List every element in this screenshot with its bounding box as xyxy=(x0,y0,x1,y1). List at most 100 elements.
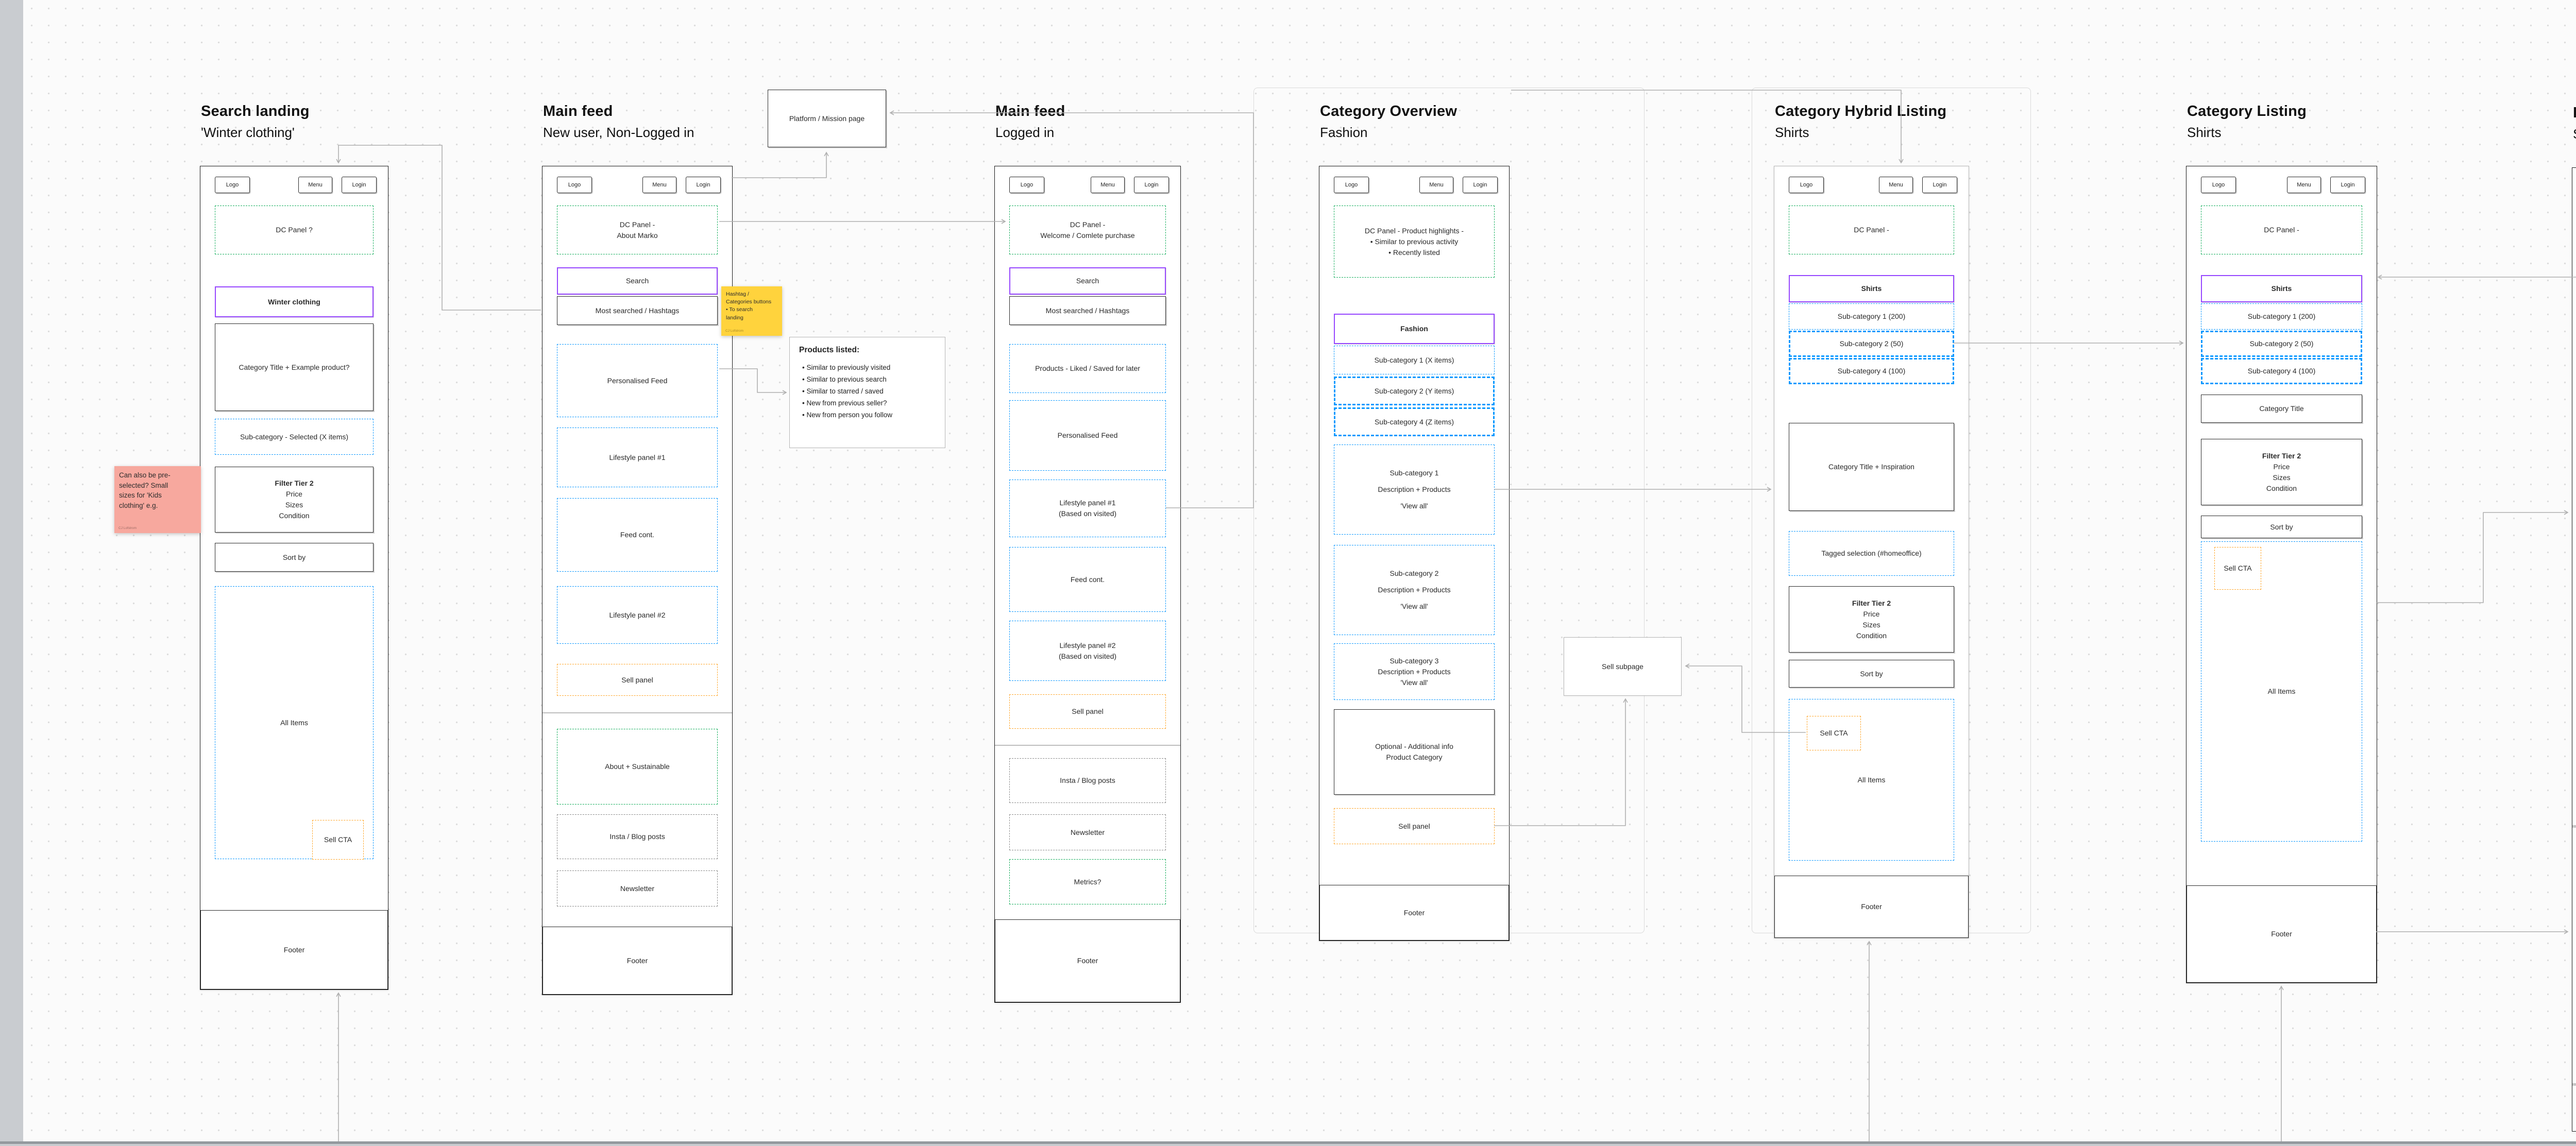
logo-button[interactable]: Logo xyxy=(1334,177,1369,193)
logo-button[interactable]: Logo xyxy=(557,177,592,193)
login-button[interactable]: Login xyxy=(686,177,721,193)
footer-box[interactable]: Footer xyxy=(1319,885,1509,940)
insta-blog-posts-box[interactable]: Insta / Blog posts xyxy=(557,814,718,859)
platform-mission-page-node[interactable]: Platform / Mission page xyxy=(768,90,886,147)
footer-box[interactable]: Footer xyxy=(1774,876,1969,938)
sort-by-box[interactable]: Sort by xyxy=(215,543,374,572)
sell-cta-box[interactable]: Sell CTA xyxy=(1807,716,1861,750)
login-button[interactable]: Login xyxy=(1922,177,1957,193)
sub-category-4-100-box[interactable]: Sub-category 4 (100) xyxy=(2201,358,2362,384)
dc-panel-product-highlights-box[interactable]: DC Panel - Product highlights -• Similar… xyxy=(1334,206,1495,278)
login-button[interactable]: Login xyxy=(1134,177,1169,193)
menu-button[interactable]: Menu xyxy=(1419,177,1453,193)
sub-category-2-y-items-box[interactable]: Sub-category 2 (Y items) xyxy=(1334,377,1495,405)
menu-button[interactable]: Menu xyxy=(2287,177,2321,193)
menu-button[interactable]: Menu xyxy=(642,177,676,193)
metrics-box[interactable]: Metrics? xyxy=(1009,859,1166,904)
dc-panel-box[interactable]: DC Panel ? xyxy=(215,206,374,254)
sub-category-1-200-box[interactable]: Sub-category 1 (200) xyxy=(1789,303,1954,330)
sell-panel-box[interactable]: Sell panel xyxy=(557,664,718,696)
footer-box[interactable]: Footer xyxy=(2187,885,2377,983)
most-searched-hashtags-box[interactable]: Most searched / Hashtags xyxy=(1009,296,1166,325)
footer-box[interactable]: Footer xyxy=(200,910,388,989)
newsletter-box[interactable]: Newsletter xyxy=(557,870,718,906)
footer-box[interactable]: Footer xyxy=(995,919,1180,1002)
products-liked-saved-for-later-box[interactable]: Products - Liked / Saved for later xyxy=(1009,344,1166,393)
sub-category-2-50-box[interactable]: Sub-category 2 (50) xyxy=(1789,331,1954,357)
frame-main-feed-logged-in[interactable]: Logo Menu Login DC Panel -Welcome / Comlete… xyxy=(994,166,1181,1003)
fashion-box[interactable]: Fashion xyxy=(1334,314,1495,344)
sub-category-2-50-box[interactable]: Sub-category 2 (50) xyxy=(2201,331,2362,357)
lifestyle-panel-2-box[interactable]: Lifestyle panel #2 xyxy=(557,586,718,644)
logo-button[interactable]: Logo xyxy=(1009,177,1044,193)
menu-button[interactable]: Menu xyxy=(298,177,332,193)
most-searched-hashtags-box[interactable]: Most searched / Hashtags xyxy=(557,296,718,325)
box-label-line: • Recently listed xyxy=(1388,248,1440,256)
frame-category-overview[interactable]: Logo Menu Login DC Panel - Product highligh… xyxy=(1319,166,1510,941)
tagged-selection-homeoffice-box[interactable]: Tagged selection (#homeoffice) xyxy=(1789,531,1954,576)
lifestyle-panel-1-box[interactable]: Lifestyle panel #1 xyxy=(557,427,718,487)
logo-button[interactable]: Logo xyxy=(2201,177,2236,193)
sort-by-box[interactable]: Sort by xyxy=(2201,516,2362,538)
shirts-box[interactable]: Shirts xyxy=(1789,275,1954,302)
search-box[interactable]: Search xyxy=(557,267,718,295)
dc-panel-box[interactable]: DC Panel - xyxy=(1789,206,1954,254)
sort-by-box[interactable]: Sort by xyxy=(1789,660,1954,688)
lifestyle-panel-1-box[interactable]: Lifestyle panel #1(Based on visited) xyxy=(1009,480,1166,537)
feed-cont-box[interactable]: Feed cont. xyxy=(557,498,718,572)
feed-cont-box[interactable]: Feed cont. xyxy=(1009,547,1166,612)
logo-button[interactable]: Logo xyxy=(215,177,250,193)
sell-cta-box[interactable]: Sell CTA xyxy=(2214,547,2261,590)
login-button[interactable]: Login xyxy=(1463,177,1498,193)
category-title-box[interactable]: Category Title xyxy=(2201,395,2362,423)
sub-category-4-z-items-box[interactable]: Sub-category 4 (Z items) xyxy=(1334,407,1495,436)
products-listed-note[interactable]: Products listed:• Similar to previously … xyxy=(789,337,945,448)
login-button[interactable]: Login xyxy=(2330,177,2365,193)
login-button[interactable]: Login xyxy=(342,177,377,193)
sell-panel-box[interactable]: Sell panel xyxy=(1334,808,1495,844)
sell-cta-box[interactable]: Sell CTA xyxy=(312,820,364,860)
dc-panel-box[interactable]: DC Panel -Welcome / Comlete purchase xyxy=(1009,206,1166,254)
sell-subpage-node[interactable]: Sell subpage xyxy=(1564,637,1682,696)
category-title-inspiration-box[interactable]: Category Title + Inspiration xyxy=(1789,423,1954,511)
newsletter-box[interactable]: Newsletter xyxy=(1009,814,1166,850)
logo-button[interactable]: Logo xyxy=(1789,177,1824,193)
lifestyle-panel-2-box[interactable]: Lifestyle panel #2(Based on visited) xyxy=(1009,621,1166,681)
sub-category-selected-x-items-box[interactable]: Sub-category - Selected (X items) xyxy=(215,419,374,455)
winter-clothing-box[interactable]: Winter clothing xyxy=(215,286,374,317)
sub-category-1-x-items-box[interactable]: Sub-category 1 (X items) xyxy=(1334,346,1495,374)
sell-panel-box[interactable]: Sell panel xyxy=(1009,694,1166,729)
dc-panel-box[interactable]: DC Panel - xyxy=(2201,206,2362,254)
insta-blog-posts-box[interactable]: Insta / Blog posts xyxy=(1009,758,1166,803)
shirts-box[interactable]: Shirts xyxy=(2201,275,2362,302)
sub-category-1-200-box[interactable]: Sub-category 1 (200) xyxy=(2201,303,2362,330)
note-bullet: • Similar to previous search xyxy=(802,375,887,383)
menu-button[interactable]: Menu xyxy=(1879,177,1913,193)
footer-box[interactable]: Footer xyxy=(543,927,732,995)
menu-button[interactable]: Menu xyxy=(1091,177,1125,193)
dc-panel-box[interactable]: DC Panel -About Marko xyxy=(557,206,718,254)
about-sustainable-box[interactable]: About + Sustainable xyxy=(557,729,718,805)
sub-category-4-100-box[interactable]: Sub-category 4 (100) xyxy=(1789,358,1954,384)
category-title-example-product-box[interactable]: Category Title + Example product? xyxy=(215,323,374,411)
personalised-feed-box[interactable]: Personalised Feed xyxy=(1009,400,1166,471)
sticky-hashtag[interactable]: Hashtag /Categories buttons• To search l… xyxy=(721,286,782,336)
personalised-feed-box[interactable]: Personalised Feed xyxy=(557,344,718,417)
search-box[interactable]: Search xyxy=(1009,267,1166,295)
